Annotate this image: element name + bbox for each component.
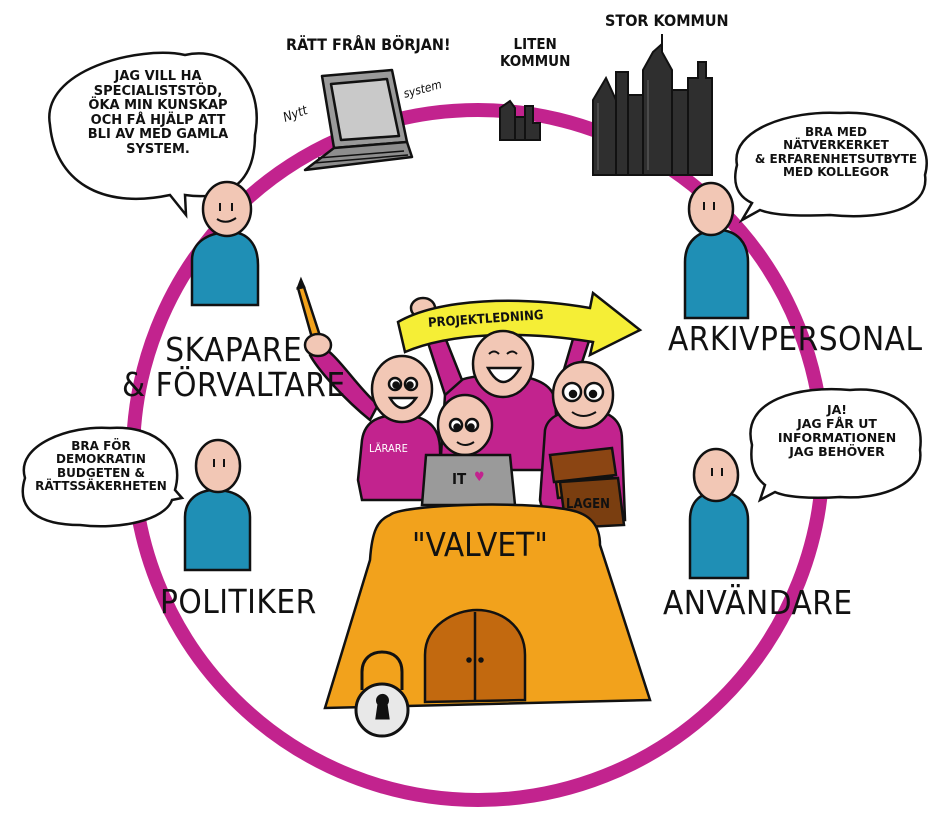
liten-kommun-label: LITEN KOMMUN bbox=[500, 35, 571, 71]
role-skapare: SKAPARE & FÖRVALTARE bbox=[122, 330, 346, 404]
ratt-fran-borjan-label: RÄTT FRÅN BÖRJAN! bbox=[286, 35, 451, 54]
laptop-icon bbox=[303, 68, 414, 172]
role-politiker: POLITIKER bbox=[160, 582, 317, 621]
padlock-icon bbox=[354, 650, 410, 738]
role-anvandare: ANVÄNDARE bbox=[663, 583, 853, 622]
person-politiker bbox=[183, 438, 252, 572]
speech-bubble-politiker bbox=[21, 426, 185, 528]
speech-bubble-skapare bbox=[48, 51, 258, 219]
speech-bubble-anvandare bbox=[749, 387, 922, 503]
small-town-icon bbox=[499, 99, 541, 141]
anvandare-quote: JA! JAG FÅR UT INFORMATIONEN JAG BEHÖVER bbox=[777, 402, 897, 459]
heart-icon: ♥ bbox=[474, 470, 485, 485]
arkiv-quote: BRA MED NÄTVERKERKET & ERFARENHETSUTBYTE… bbox=[754, 125, 918, 180]
stor-kommun-label: STOR KOMMUN bbox=[605, 11, 729, 30]
role-arkivpersonal: ARKIVPERSONAL bbox=[668, 319, 923, 358]
team-heads bbox=[370, 329, 626, 530]
big-city-icon bbox=[592, 34, 713, 176]
vault bbox=[323, 503, 652, 710]
person-anvandare bbox=[688, 447, 750, 580]
person-skapare bbox=[190, 180, 260, 307]
valvet-label: "VALVET" bbox=[412, 525, 548, 564]
person-arkiv bbox=[683, 181, 750, 320]
projektledning-arrow bbox=[396, 290, 643, 358]
skapare-quote: JAG VILL HA SPECIALISTSTÖD, ÖKA MIN KUNS… bbox=[87, 69, 229, 157]
larare-label: LÄRARE bbox=[369, 442, 408, 455]
lagen-label: LAGEN bbox=[566, 497, 610, 512]
speech-bubble-arkiv bbox=[734, 111, 928, 224]
it-label: IT bbox=[452, 470, 467, 488]
politiker-quote: BRA FÖR DEMOKRATIN BUDGETEN & RÄTTSSÄKER… bbox=[35, 439, 167, 494]
